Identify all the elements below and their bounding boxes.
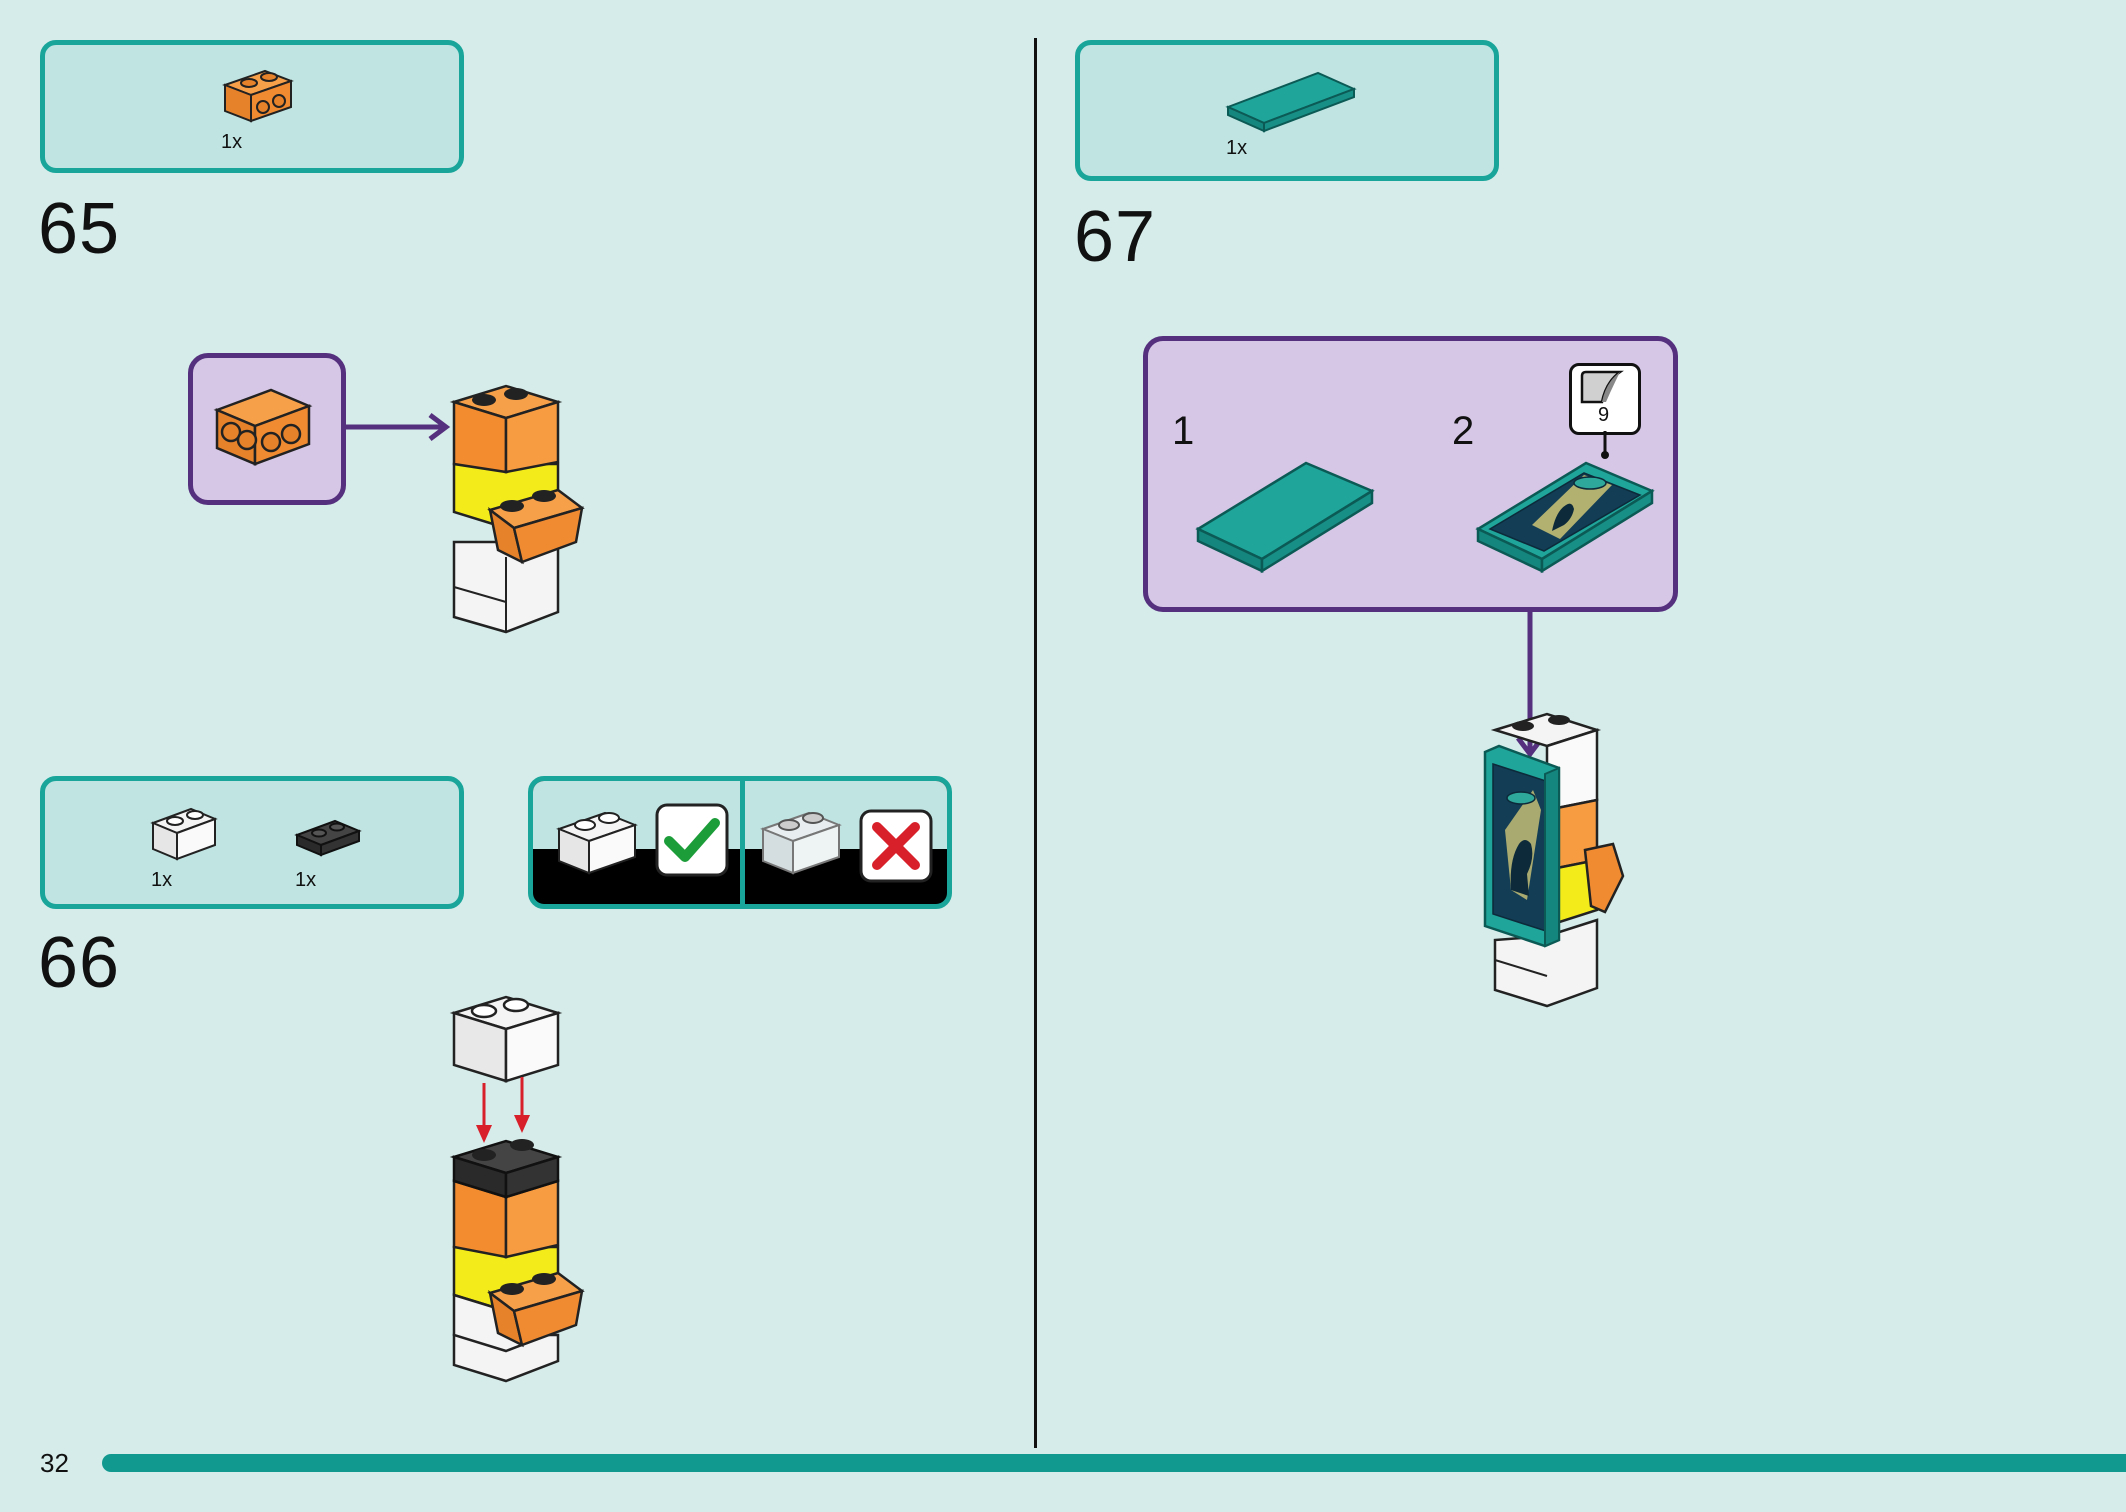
purple-arrow-icon xyxy=(344,413,451,441)
step-number: 66 xyxy=(38,923,121,1003)
sub-assembly-box-step-67: 1 2 9 xyxy=(1143,336,1678,612)
page-number: 32 xyxy=(40,1448,69,1478)
cross-icon xyxy=(859,809,933,883)
step-number: 67 xyxy=(1074,197,1157,277)
step-66-model-illustration xyxy=(449,995,585,1383)
orange-brick-sideview-icon xyxy=(213,388,313,466)
part-quantity: 1x xyxy=(1226,137,1248,159)
part-quantity: 1x xyxy=(221,131,243,153)
tip-box-divider xyxy=(740,781,745,904)
tip-box-step-66 xyxy=(528,776,952,909)
parts-box-step-65: 1x xyxy=(40,40,464,173)
page-divider xyxy=(1034,38,1037,1448)
substep-number: 2 xyxy=(1452,409,1475,453)
stickered-tile-icon xyxy=(1475,461,1655,574)
substep-number: 1 xyxy=(1172,409,1195,453)
part-quantity: 1x xyxy=(295,869,317,891)
teal-tile-part-icon xyxy=(1225,71,1357,133)
parts-box-step-66: 1x 1x xyxy=(40,776,464,909)
step-65-model-illustration xyxy=(449,384,585,634)
sticker-peel-icon xyxy=(1580,370,1624,404)
white-brick-part-icon xyxy=(150,807,218,861)
progress-bar xyxy=(102,1454,2126,1472)
checkmark-icon xyxy=(655,803,729,877)
part-quantity: 1x xyxy=(151,869,173,891)
parts-box-step-67: 1x xyxy=(1075,40,1499,181)
sub-assembly-box-step-65 xyxy=(188,353,346,505)
transparent-brick-wrong-icon xyxy=(760,811,842,875)
black-plate-part-icon xyxy=(294,819,362,857)
sticker-number: 9 xyxy=(1598,404,1610,426)
teal-tile-icon xyxy=(1195,461,1375,574)
orange-brick-part-icon xyxy=(222,69,294,123)
step-number: 65 xyxy=(38,189,121,269)
step-67-model-illustration xyxy=(1483,712,1625,1008)
white-brick-correct-icon xyxy=(556,811,638,875)
sticker-leader-line xyxy=(1601,431,1609,459)
sticker-callout: 9 xyxy=(1569,363,1641,435)
